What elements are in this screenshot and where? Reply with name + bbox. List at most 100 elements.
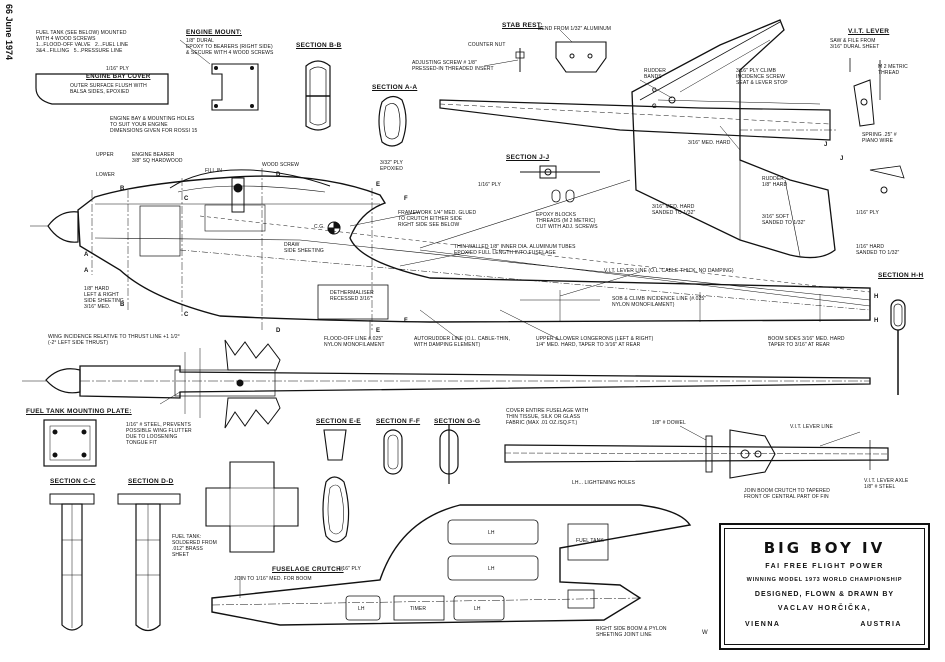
title-block: BIG BOY IV FAI FREE FLIGHT POWER WINNING… — [719, 523, 930, 650]
dethermaliser-note: DETHERMALISER RECESSED 3/16" — [330, 290, 374, 302]
lower-label: LOWER — [96, 172, 115, 178]
model-city: VIENNA — [745, 621, 781, 628]
model-author: VACLAV HORČIČKA, — [777, 605, 872, 612]
section-aa-drawing — [378, 95, 407, 147]
engine-mount-note: 1/8" DURAL EPOXY TO BEARERS (RIGHT SIDE)… — [186, 38, 274, 56]
marker-a-1: A — [84, 252, 89, 258]
marker-b-2: B — [120, 302, 125, 308]
model-credit: DESIGNED, FLOWN & DRAWN BY — [754, 591, 895, 598]
longerons-note: UPPER & LOWER LONGERONS (LEFT & RIGHT) 1… — [536, 336, 654, 348]
ply-epoxied-note: 3/32" PLY EPOXIED — [380, 160, 403, 172]
hard-side-note: 1/8" HARD LEFT & RIGHT SIDE SHEETING 3/1… — [84, 286, 124, 310]
upper-label: UPPER — [96, 152, 114, 158]
marker-j-1: J — [824, 142, 828, 148]
cg-label: C.G. — [314, 224, 325, 230]
engine-mount-drawing — [211, 63, 259, 111]
section-aa-header: SECTION A-A — [372, 84, 418, 91]
model-country: AUSTRIA — [860, 621, 902, 628]
section-hh-drawing — [890, 299, 906, 395]
med-hard-sanded-note: 3/16" MED. HARD SANDED TO 1/32" — [652, 204, 696, 216]
marker-c-1: C — [184, 196, 189, 202]
marker-j-2: J — [840, 156, 844, 162]
join-boom-note: JOIN TO 1/16" MED. FOR BOOM — [234, 576, 312, 582]
stab-rest-header: STAB REST: — [502, 22, 543, 29]
timer-box-label: TIMER — [410, 606, 427, 612]
marker-h-2: H — [874, 318, 879, 324]
fuel-tank-plate-header: FUEL TANK MOUNTING PLATE: — [26, 408, 132, 415]
draw-sheeting-note: DRAW SIDE SHEETING — [284, 242, 324, 254]
lh-label-1: LH — [488, 530, 495, 536]
autorudder-note: AUTORUDDER LINE (O.L. CABLE-THIN, WITH D… — [414, 336, 510, 348]
vit-lever-line-note: V.I.T. LEVER LINE — [790, 424, 833, 430]
section-ee-drawing — [322, 429, 350, 543]
dowel-note: 1/8" # DOWEL — [652, 420, 686, 426]
cover-fuselage-note: COVER ENTIRE FUSELAGE WITH THIN TISSUE, … — [506, 408, 589, 426]
marker-g-2: G — [652, 104, 657, 110]
model-class: FAI FREE FLIGHT POWER — [765, 563, 884, 570]
vit-saw-note: SAW & FILE FROM 3/16" DURAL SHEET — [830, 38, 880, 50]
engine-mount-header: ENGINE MOUNT: — [186, 29, 242, 36]
fuel-tank-note: FUEL TANK (SEE BELOW) MOUNTED WITH 4 WOO… — [36, 30, 129, 54]
section-dd-drawing — [117, 493, 181, 632]
model-name: BIG BOY IV — [763, 539, 886, 557]
engine-bay-cover-drawing — [35, 73, 169, 105]
title-block-inner: BIG BOY IV FAI FREE FLIGHT POWER WINNING… — [724, 528, 925, 645]
stab-rest-drawing — [515, 41, 607, 73]
bay-holes-note: ENGINE BAY & MOUNTING HOLES TO SUIT YOUR… — [110, 116, 198, 134]
section-gg-drawing — [439, 424, 459, 484]
rudder-ply-note: 3/16" PLY CLIMB INCIDENCE SCREW SEAT & L… — [736, 68, 788, 86]
framework-note: FRAMEWORK 1/4" MED. GLUED TO CRUTCH EITH… — [398, 210, 477, 228]
ply-116b-note: 1/16" PLY — [478, 182, 501, 188]
stab-rest-note: BEND FROM 1/32" ALUMINUM — [538, 26, 612, 32]
section-bb-drawing — [305, 60, 331, 131]
section-cc-header: SECTION C-C — [50, 478, 96, 485]
soft-sanded-note: 3/16" SOFT SANDED TO 1/32" — [762, 214, 806, 226]
marker-a-2: A — [84, 268, 89, 274]
fuel-tank-solder-note: FUEL TANK: SOLDERED FROM .012" BRASS SHE… — [172, 534, 217, 558]
w-mark: W — [702, 630, 708, 636]
bay-cover-note: OUTER SURFACE FLUSH WITH BALSA SIDES, EP… — [70, 83, 147, 95]
engine-bay-cover-header: ENGINE BAY COVER — [86, 74, 151, 80]
marker-h-1: H — [874, 294, 879, 300]
m2-thread-note: M 2 METRIC THREAD — [878, 64, 908, 76]
lightening-note: LH... LIGHTENING HOLES — [572, 480, 636, 486]
med-hard-note: 3/16" MED. HARD — [688, 140, 731, 146]
vit-lever-drawing — [849, 58, 905, 194]
section-bb-header: SECTION B-B — [296, 42, 342, 49]
fuel-tank-plate-drawing — [43, 419, 97, 467]
right-side-boom-note: RIGHT SIDE BOOM & PYLON SHEETING JOINT L… — [596, 626, 667, 638]
marker-f-1: F — [404, 196, 408, 202]
engine-bearer-note: ENGINE BEARER 3/8" SQ HARDWOOD — [132, 152, 183, 164]
section-gg-header: SECTION G-G — [434, 418, 481, 425]
section-ff-drawing — [383, 429, 403, 475]
section-dd-header: SECTION D-D — [128, 478, 174, 485]
lh-label-4: LH — [474, 606, 481, 612]
vit-line-note: V.I.T. LEVER LINE (O.L. CABLE-THICK, NO … — [604, 268, 734, 274]
flood-off-note: FLOOD-OFF LINE #.025" NYLON MONOFILAMENT — [324, 336, 385, 348]
vit-lever-header: V.I.T. LEVER — [848, 28, 890, 35]
ply-116-note: 1/16" PLY — [856, 210, 879, 216]
bay-cover-ply-note: 1/16" PLY — [106, 66, 129, 72]
marker-b-1: B — [120, 186, 125, 192]
marker-e-2: E — [376, 328, 381, 334]
marker-d-1: D — [276, 172, 281, 178]
section-hh-header: SECTION H-H — [878, 272, 924, 279]
fin-and-stab — [419, 19, 836, 259]
rudder-bands-note: RUDDER BANDS — [644, 68, 666, 80]
section-cc-drawing — [49, 493, 95, 631]
section-jj-drawing — [520, 165, 600, 203]
fuselage-side-view — [30, 168, 871, 330]
boom-sides-note: BOOM SIDES 3/16" MED. HARD TAPER TO 3/16… — [768, 336, 845, 348]
wing-incidence-note: WING INCIDENCE RELATIVE TO THRUST LINE +… — [48, 334, 180, 346]
section-ee-header: SECTION E-E — [316, 418, 361, 425]
marker-g-1: G — [652, 88, 657, 94]
aluminum-tubes-note: THIN WALLED 1/8" INNER DIA. ALUMINUM TUB… — [454, 244, 576, 256]
hard-sanded-note: 1/16" HARD SANDED TO 1/32" — [856, 244, 900, 256]
boom-crutch-note: JOIN BOOM CRUTCH TO TAPERED FRONT OF CEN… — [744, 488, 830, 500]
model-achievement: WINNING MODEL 1973 WORLD CHAMPIONSHIP — [746, 577, 903, 583]
sob-line-note: SOB & CLIMB INCIDENCE LINE (#.025" NYLON… — [612, 296, 707, 308]
fuselage-crutch-header: FUSELAGE CRUTCH: — [272, 566, 344, 573]
leader-lines — [159, 29, 861, 598]
crutch-ply-note: 1/16" PLY — [338, 566, 361, 572]
marker-c-2: C — [184, 312, 189, 318]
